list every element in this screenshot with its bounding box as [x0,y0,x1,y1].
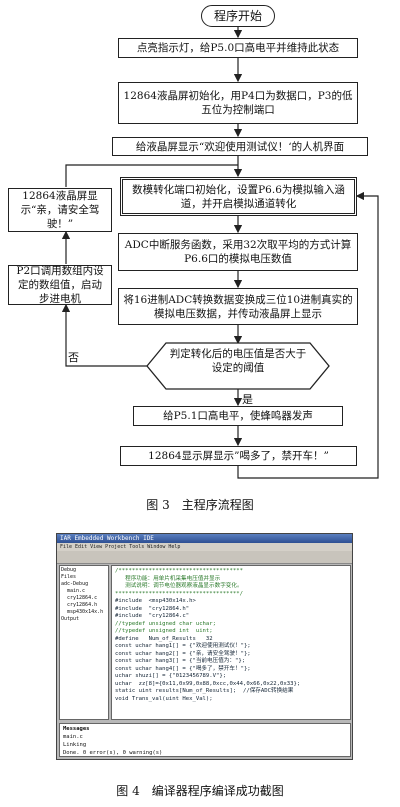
left-motor-label: P2口调用数组内设定的数组值，启动步进电机 [16,265,104,305]
message-line: main.c [63,734,83,740]
ws-item: adc-Debug [61,581,89,587]
step4-label: 数模转化端口初始化，设置P6.6为模拟输入涵道，并开启模拟通道转化 [132,183,345,210]
arrow-display-back [65,164,238,187]
step2-label: 12864液晶屏初始化，用P4口为数据口，P3的低五位为控制端口 [123,90,353,116]
ws-item: Debug [61,567,77,573]
code-line: const uchar hang3[] = {"当前电压值为："}; [115,658,246,664]
code-line: #include "cry12864.c" [115,613,190,619]
code-line: const uchar hang4[] = {"喝多了，禁开车！"}; [115,665,251,672]
step1-label: 点亮指示灯，给P5.0口高电平并维持此状态 [136,42,340,54]
step5-label: ADC中断服务函数，采用32次取平均的方式计算P6.6口的模拟电压数值 [124,239,352,265]
no-label: 否 [68,351,79,364]
step3-label: 给液晶屏显示“欢迎使用测试仪！‘的人机界面 [135,140,345,153]
decision-shape [146,342,330,390]
ide-screenshot: IAR Embedded Workbench IDE File Edit Vie… [56,533,353,760]
step-lcd-welcome: 给液晶屏显示“欢迎使用测试仪！‘的人机界面 [112,137,368,156]
ws-item: cry12864.h [67,602,98,608]
ide-menu-bar: File Edit View Project Tools Window Help [57,543,352,551]
left-lcd-safe-drive: 12864液晶屏显示“亲，请安全驾驶！” [8,188,112,232]
code-line: const uchar hang2[] = {"亲，请安全驾驶！"}; [115,650,251,657]
code-line: //typedef unsigned int uint; [115,628,213,634]
ide-title-bar: IAR Embedded Workbench IDE [57,534,352,543]
code-line: uchar shuzi[] = {"0123456789.V"}; [115,673,227,679]
code-line: static uint results[Num_of_Results]; //保… [115,688,294,694]
ws-item: main.c [67,588,86,594]
step-adc-init: 数模转化端口初始化，设置P6.6为模拟输入涵道，并开启模拟通道转化 [120,177,357,216]
code-line: 测试说明：调节电位器观察液晶显示数字变化。 [115,583,243,589]
ws-item: cry12864.c [67,595,98,601]
messages-header: Messages [63,726,90,732]
start-label: 程序开始 [213,9,262,23]
ide-code-editor: /************************************* 程… [111,565,351,720]
step8-label: 12864显示屏显示”喝多了，禁开车！” [148,450,329,462]
message-line: Done. 0 error(s), 0 warning(s) [63,750,163,756]
step-adc-isr: ADC中断服务函数，采用32次取平均的方式计算P6.6口的模拟电压数值 [118,233,358,271]
figure4-caption: 图 4 编译器程序编译成功截图 [116,784,284,798]
arrow-decision-no [61,303,147,367]
code-line: #define Num_of_Results 32 [115,635,213,642]
step7-label: 给P5.1口高电平，使蜂鸣器发声 [163,410,313,422]
left-step-motor: P2口调用数组内设定的数组值，启动步进电机 [8,265,112,305]
message-line: Linking [63,742,87,748]
ide-toolbar [57,551,352,564]
code-line: #include <msp430x14x.h> [115,598,196,604]
left-display-label: 12864液晶屏显示“亲，请安全驾驶！” [20,190,100,230]
step6-label: 将16进制ADC转换数据变换成三位10进制真实的模拟电压数据，并传动液晶屏上显示 [123,293,353,320]
ws-item: Files [61,574,77,580]
step-init-led: 点亮指示灯，给P5.0口高电平并维持此状态 [118,38,358,58]
code-line: *************************************/ [115,590,243,597]
code-line: void Trans_val(uint Hex_Val); [115,695,213,702]
ws-item: msp430x14x.h [67,609,104,615]
ide-workspace-panel: Debug Files adc-Debug main.c cry12864.c … [59,565,109,720]
code-line: const uchar hang1[] = {"欢迎使用测试仪！"}; [115,643,251,649]
yes-label: 是 [242,393,253,406]
decision-label: 判定转化后的电压值是否大于设定的阈值 [169,348,307,374]
code-line: #include "cry12864.h" [115,605,190,612]
code-line: 程序功能：用单片机采集电压值并显示 [115,575,221,582]
step-lcd-warning: 12864显示屏显示”喝多了，禁开车！” [120,446,357,466]
start-node: 程序开始 [201,5,275,27]
step-buzzer: 给P5.1口高电平，使蜂鸣器发声 [133,406,343,426]
step-convert-display: 将16进制ADC转换数据变换成三位10进制真实的模拟电压数据，并传动液晶屏上显示 [118,288,358,325]
flow-connectors [61,27,379,479]
code-line: //typedef unsigned char uchar; [115,620,217,627]
code-line: /************************************* [115,568,243,574]
ide-messages-panel: Messages main.c Linking Done. 0 error(s)… [59,723,351,757]
figure3-caption: 图 3 主程序流程图 [146,498,254,512]
step-lcd-init: 12864液晶屏初始化，用P4口为数据口，P3的低五位为控制端口 [118,82,358,124]
code-line: uchar zz[8]={0x11,0x99,0x88,0xcc,0x44,0x… [115,680,301,687]
ws-item: Output [61,616,80,622]
arrow-loop-back [237,191,379,479]
